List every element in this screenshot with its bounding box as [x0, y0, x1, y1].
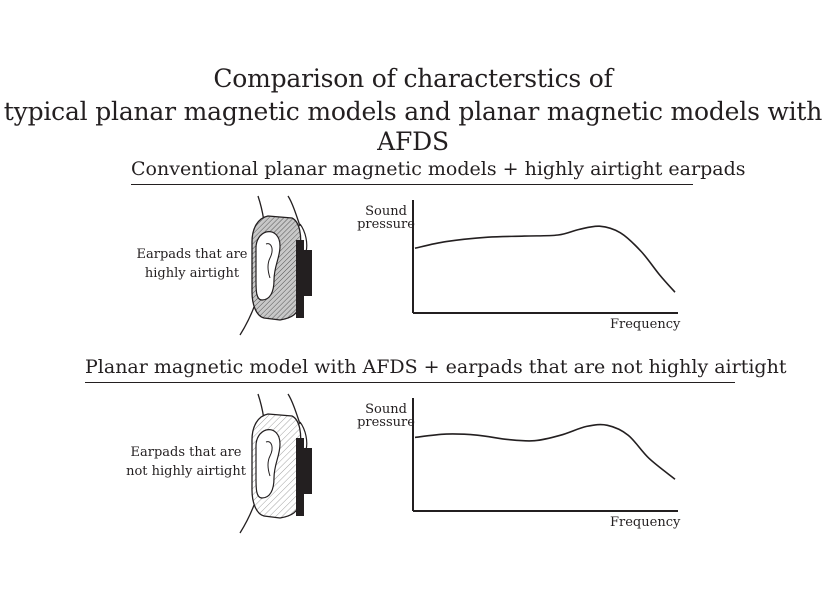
panel-2-ylabel: Sound pressure: [357, 402, 415, 430]
driver-block: [296, 240, 304, 318]
panel-2-xlabel: Frequency: [610, 515, 681, 530]
panel-2-response-curve: [414, 423, 676, 480]
ear-inner: [265, 441, 273, 477]
panel-2-chart: [412, 398, 678, 512]
headband-outline: [287, 195, 301, 227]
panel-1-earpad-label-line-2: highly airtight: [144, 266, 240, 281]
panel-1-chart: [412, 200, 678, 314]
panel-1-headphone-illustration: [239, 195, 312, 336]
panel-2-heading: Planar magnetic model with AFDS + earpad…: [85, 356, 787, 378]
title-line-2: typical planar magnetic models and plana…: [3, 97, 823, 156]
panel-2-earpad-label: Earpads that are not highly airtight: [116, 443, 256, 481]
title-line-1: Comparison of characterstics of: [213, 64, 613, 93]
panel-1-earpad-label: Earpads that are highly airtight: [122, 245, 262, 283]
driver-housing: [302, 448, 312, 494]
panel-2-earpad-label-line-2: not highly airtight: [126, 464, 246, 479]
panel-2-underline: [85, 382, 735, 383]
panel-1-xlabel: Frequency: [610, 317, 681, 332]
driver-block: [296, 438, 304, 516]
ear-inner: [265, 243, 273, 279]
panel-2-earpad-label-line-1: Earpads that are: [130, 445, 242, 460]
cup-outline: [299, 421, 308, 451]
panel-1-ylabel: Sound pressure: [357, 204, 415, 232]
cup-outline: [299, 223, 308, 253]
panel-1-earpad-label-line-1: Earpads that are: [136, 247, 248, 262]
driver-housing: [302, 250, 312, 296]
panel-1-response-curve: [414, 225, 676, 293]
panel-1-heading: Conventional planar magnetic models + hi…: [131, 158, 746, 180]
panel-2-headphone-illustration: [239, 393, 312, 534]
headband-outline: [287, 393, 301, 425]
panel-1-underline: [131, 184, 693, 185]
